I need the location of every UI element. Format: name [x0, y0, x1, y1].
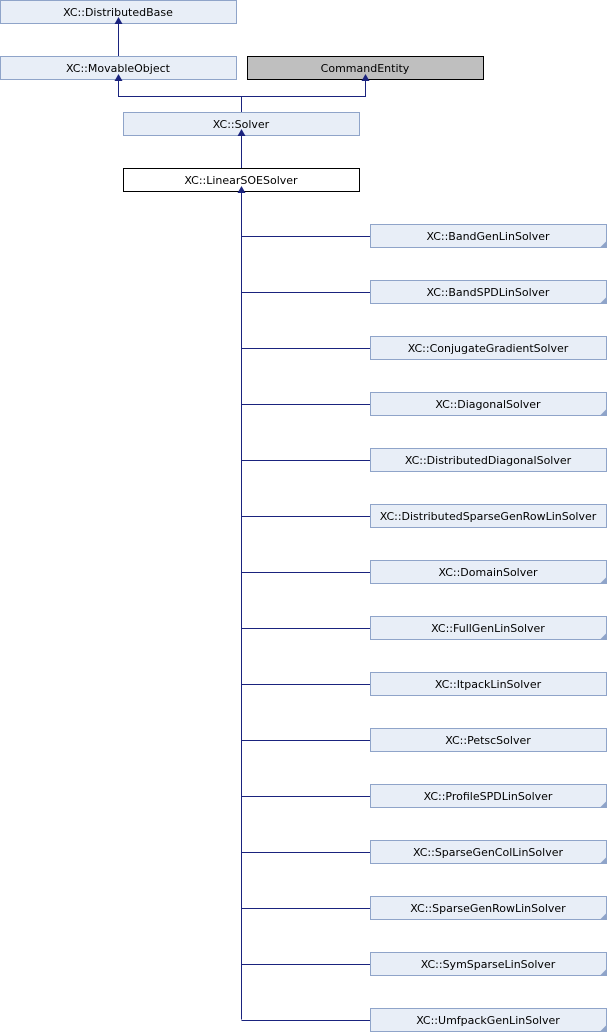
node-label: XC::MovableObject	[66, 62, 171, 75]
derived-node[interactable]: XC::DomainSolver	[241, 560, 607, 584]
derived-node[interactable]: XC::BandGenLinSolver	[241, 224, 607, 248]
node-label: XC::SymSparseLinSolver	[421, 958, 556, 971]
more-children-corner-icon	[600, 857, 607, 864]
derived-node[interactable]: XC::ConjugateGradientSolver	[241, 336, 607, 360]
derived-node[interactable]: XC::PetscSolver	[241, 728, 607, 752]
derived-node[interactable]: XC::SymSparseLinSolver	[241, 952, 607, 976]
node-linear-soe-solver: XC::LinearSOESolver	[123, 168, 360, 192]
derived-node[interactable]: XC::SparseGenRowLinSolver	[241, 896, 607, 920]
derived-node[interactable]: XC::FullGenLinSolver	[241, 616, 607, 640]
upper-edges	[114, 17, 370, 1020]
derived-node[interactable]: XC::SparseGenColLinSolver	[241, 840, 607, 864]
derived-node[interactable]: XC::DiagonalSolver	[241, 392, 607, 416]
node-label: XC::Solver	[213, 118, 270, 131]
node-distributed-base[interactable]: XC::DistributedBase	[0, 0, 237, 24]
edge-solver-to-movable	[114, 74, 242, 112]
node-label: XC::DiagonalSolver	[435, 398, 541, 411]
derived-node[interactable]: XC::ProfileSPDLinSolver	[241, 784, 607, 808]
node-label: XC::LinearSOESolver	[184, 174, 298, 187]
node-label: XC::SparseGenRowLinSolver	[410, 902, 566, 915]
derived-node[interactable]: XC::UmfpackGenLinSolver	[241, 1008, 607, 1032]
more-children-corner-icon	[600, 913, 607, 920]
node-solver[interactable]: XC::Solver	[123, 112, 360, 136]
node-label: XC::ProfileSPDLinSolver	[424, 790, 553, 803]
more-children-corner-icon	[600, 577, 607, 584]
node-label: XC::PetscSolver	[445, 734, 531, 747]
node-label: XC::BandSPDLinSolver	[427, 286, 550, 299]
more-children-corner-icon	[600, 1025, 607, 1032]
node-movable-object[interactable]: XC::MovableObject	[0, 56, 237, 80]
node-label: XC::DistributedDiagonalSolver	[405, 454, 572, 467]
node-label: XC::UmfpackGenLinSolver	[416, 1014, 560, 1027]
more-children-corner-icon	[600, 633, 607, 640]
more-children-corner-icon	[600, 297, 607, 304]
derived-node[interactable]: XC::ItpackLinSolver	[241, 672, 607, 696]
node-label: XC::SparseGenColLinSolver	[413, 846, 563, 859]
node-label: XC::DistributedSparseGenRowLinSolver	[380, 510, 597, 523]
derived-node[interactable]: XC::DistributedDiagonalSolver	[241, 448, 607, 472]
derived-classes: XC::BandGenLinSolverXC::BandSPDLinSolver…	[241, 224, 607, 1032]
node-label: XC::DistributedBase	[63, 6, 173, 19]
node-label: CommandEntity	[321, 62, 410, 75]
node-label: XC::DomainSolver	[438, 566, 538, 579]
node-label: XC::FullGenLinSolver	[431, 622, 545, 635]
more-children-corner-icon	[600, 969, 607, 976]
edge-solver-to-command	[241, 74, 370, 97]
node-label: XC::BandGenLinSolver	[426, 230, 550, 243]
more-children-corner-icon	[600, 409, 607, 416]
derived-node[interactable]: XC::BandSPDLinSolver	[241, 280, 607, 304]
more-children-corner-icon	[600, 801, 607, 808]
node-label: XC::ItpackLinSolver	[435, 678, 542, 691]
more-children-corner-icon	[600, 241, 607, 248]
derived-node[interactable]: XC::DistributedSparseGenRowLinSolver	[241, 504, 607, 528]
node-command-entity: CommandEntity	[247, 56, 484, 80]
node-label: XC::ConjugateGradientSolver	[408, 342, 569, 355]
